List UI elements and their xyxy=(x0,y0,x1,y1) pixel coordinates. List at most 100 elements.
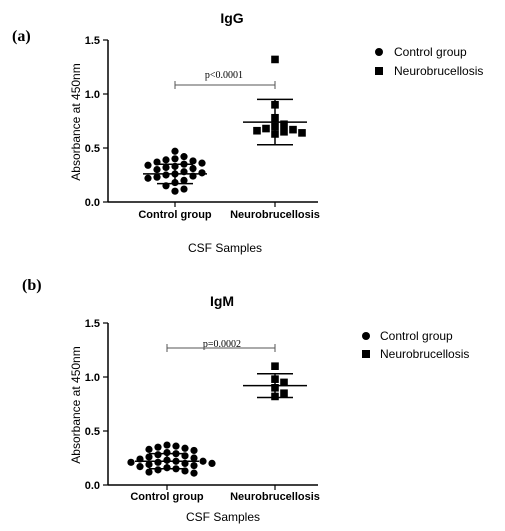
data-point-control xyxy=(180,153,188,161)
data-point-neurobrucellosis xyxy=(271,101,279,109)
legend-marker-control-circle xyxy=(362,332,370,340)
data-point-control xyxy=(163,456,171,464)
legend-label-neuro: Neurobrucellosis xyxy=(394,64,483,78)
data-point-neurobrucellosis xyxy=(271,130,279,138)
data-point-control xyxy=(180,185,188,193)
data-point-control xyxy=(153,158,161,166)
data-point-control xyxy=(181,452,189,460)
data-point-neurobrucellosis xyxy=(271,375,279,383)
data-point-control xyxy=(144,174,152,182)
data-point-control xyxy=(181,459,189,467)
data-point-control xyxy=(198,159,206,167)
data-point-neurobrucellosis xyxy=(289,125,297,134)
data-point-control xyxy=(189,172,197,180)
data-point-control xyxy=(145,468,153,476)
significance-label-igg: p<0.0001 xyxy=(205,70,243,81)
data-point-control xyxy=(171,187,179,195)
data-point-control xyxy=(172,450,180,458)
data-point-control xyxy=(162,182,170,190)
data-point-control xyxy=(162,156,170,164)
data-point-control xyxy=(208,459,216,467)
data-point-control xyxy=(198,169,206,177)
significance-label-igm: p=0.0002 xyxy=(203,339,241,350)
legend-marker-control-circle xyxy=(375,48,383,56)
legend-label-control: Control group xyxy=(380,329,453,343)
data-point-control xyxy=(190,469,198,477)
data-point-control xyxy=(172,457,180,465)
data-point-neurobrucellosis xyxy=(271,55,279,64)
panel-label-b: (b) xyxy=(22,277,42,294)
y-tick-label: 0.5 xyxy=(85,426,100,438)
y-tick-label: 1.5 xyxy=(85,35,100,47)
data-point-control xyxy=(171,155,179,163)
data-point-control xyxy=(171,170,179,178)
data-point-control xyxy=(162,171,170,179)
legend-igg: Control group Neurobrucellosis xyxy=(375,45,483,78)
data-point-control xyxy=(154,443,162,451)
data-point-control xyxy=(162,163,170,172)
data-point-control xyxy=(181,444,189,452)
legend-label-neuro: Neurobrucellosis xyxy=(380,347,469,361)
data-point-neurobrucellosis xyxy=(271,113,279,122)
x-tick-label: Control group xyxy=(130,491,204,503)
data-point-control xyxy=(171,147,179,155)
panel-igm: (b) IgM Absorbance at 450nm CSF Samples … xyxy=(22,277,469,524)
data-point-control xyxy=(154,451,162,459)
data-point-control xyxy=(127,458,135,466)
y-tick-label: 1.5 xyxy=(85,318,100,330)
data-point-neurobrucellosis xyxy=(271,392,279,401)
y-axis-label-igm: Absorbance at 450nm xyxy=(69,346,83,463)
data-point-control xyxy=(136,455,144,463)
data-point-neurobrucellosis xyxy=(271,122,279,131)
data-point-control xyxy=(153,173,161,181)
data-point-control xyxy=(145,445,153,453)
y-tick-label: 0.5 xyxy=(85,143,100,155)
data-point-neurobrucellosis xyxy=(262,124,270,133)
data-point-control xyxy=(163,449,171,457)
data-point-control xyxy=(144,161,152,169)
data-point-control xyxy=(163,464,171,472)
y-tick-label: 0.0 xyxy=(85,480,100,492)
data-point-neurobrucellosis xyxy=(280,128,288,136)
data-point-neurobrucellosis xyxy=(271,362,279,370)
data-point-control xyxy=(189,157,197,165)
data-point-control xyxy=(171,178,179,187)
data-point-control xyxy=(190,461,198,470)
data-point-control xyxy=(190,454,198,462)
y-tick-label: 1.0 xyxy=(85,372,100,384)
data-point-control xyxy=(181,467,189,475)
legend-label-control: Control group xyxy=(394,45,467,59)
data-point-control xyxy=(180,168,188,176)
data-point-neurobrucellosis xyxy=(280,389,288,397)
legend-igm: Control group Neurobrucellosis xyxy=(362,329,469,361)
data-point-neurobrucellosis xyxy=(253,126,261,135)
data-point-control xyxy=(199,457,207,465)
x-tick-label: Neurobrucellosis xyxy=(230,209,320,221)
data-point-control xyxy=(154,466,162,474)
y-tick-label: 1.0 xyxy=(85,89,100,101)
data-point-control xyxy=(172,465,180,473)
data-point-control xyxy=(172,442,180,450)
panel-igg: (a) IgG Absorbance at 450nm CSF Samples … xyxy=(12,10,483,255)
data-point-neurobrucellosis xyxy=(298,129,306,137)
legend-marker-neuro-square xyxy=(375,67,383,75)
data-point-control xyxy=(189,164,197,173)
legend-marker-neuro-square xyxy=(362,350,370,358)
chart-title-igg: IgG xyxy=(220,10,243,26)
data-point-neurobrucellosis xyxy=(271,384,279,392)
data-point-control xyxy=(145,460,153,469)
x-tick-label: Control group xyxy=(138,209,212,221)
y-tick-label: 0.0 xyxy=(85,197,100,209)
y-axis-label-igg: Absorbance at 450nm xyxy=(69,63,83,180)
data-point-control xyxy=(171,162,179,170)
data-point-neurobrucellosis xyxy=(280,120,288,129)
x-axis-label-igg: CSF Samples xyxy=(188,241,262,255)
data-point-control xyxy=(145,453,153,461)
chart-title-igm: IgM xyxy=(210,293,234,309)
data-point-neurobrucellosis xyxy=(280,378,288,387)
data-point-control xyxy=(180,176,188,184)
data-point-control xyxy=(190,446,198,455)
